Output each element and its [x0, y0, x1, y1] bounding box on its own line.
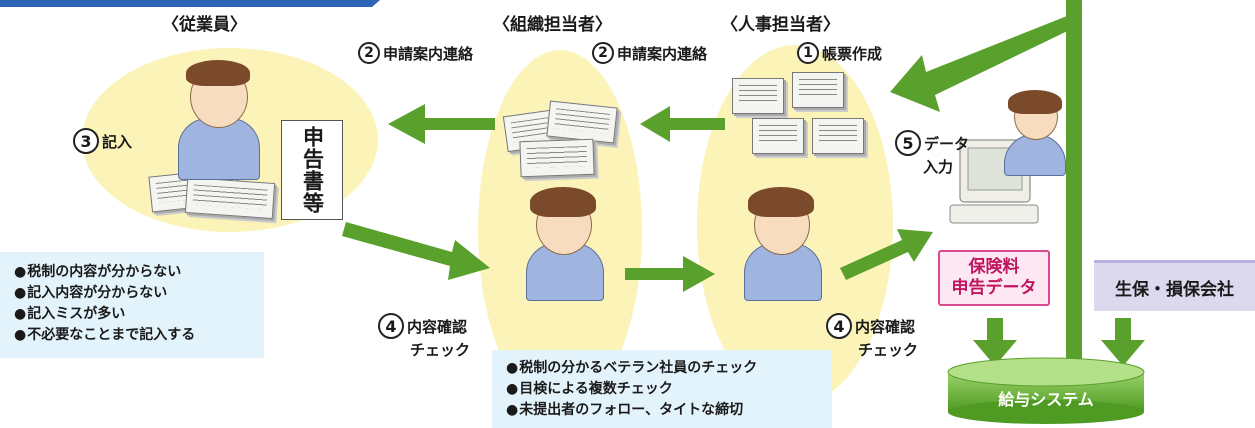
step-number: 5 [895, 130, 921, 156]
payroll-system-label: 給与システム [998, 390, 1094, 409]
problems-note: 税制の内容が分からない 記入内容が分からない 記入ミスが多い 不必要なことまで記… [0, 252, 264, 358]
arrow-employee-to-check [342, 222, 490, 280]
step-label: 帳票作成 [822, 44, 883, 63]
role-employee: 〈従業員〉 [162, 15, 247, 35]
step-label: 記入 [102, 132, 133, 151]
insurance-data-line2: 申告データ [951, 278, 1037, 298]
check-item: 税制の分かるベテラン社員のチェック [506, 358, 818, 379]
arrow-data-to-system [973, 318, 1017, 366]
problem-item: 税制の内容が分からない [14, 262, 250, 283]
insurance-company-box: 生保・損保会社 [1094, 260, 1255, 311]
arrow-to-hr-manager [890, 10, 1082, 112]
step-label: 申請案内連絡 [383, 44, 474, 63]
check-item: 未提出者のフォロー、タイトな締切 [506, 400, 818, 421]
insurance-data-box: 保険料 申告データ [938, 250, 1050, 306]
step-sublabel: チェック [858, 341, 919, 359]
step-number: 3 [73, 128, 99, 154]
top-banner-strip [0, 0, 380, 7]
problem-item: 記入ミスが多い [14, 304, 250, 325]
step-2-org: 2 申請案内連絡 [592, 42, 707, 64]
arrow-hr-to-org [640, 106, 725, 142]
step-label: 内容確認 [407, 317, 468, 336]
step-number: 4 [826, 313, 852, 339]
step-4-hr-check: 4 内容確認 チェック [826, 313, 918, 360]
arrow-org-to-hr-check [625, 256, 715, 292]
step-3-fill-in: 3 記入 [73, 128, 132, 154]
arrow-company-to-system [1101, 318, 1145, 366]
step-label: データ [924, 134, 970, 153]
step-1-form-creation: 1 帳票作成 [797, 42, 882, 64]
step-sublabel: 入力 [923, 158, 954, 176]
problem-item: 記入内容が分からない [14, 283, 250, 304]
step-label: 申請案内連絡 [617, 44, 708, 63]
checks-note: 税制の分かるベテラン社員のチェック 目検による複数チェック 未提出者のフォロー、… [492, 350, 832, 428]
step-sublabel: チェック [410, 341, 471, 359]
arrow-check-to-entry [840, 229, 933, 280]
declaration-document: 申告書等 [281, 120, 343, 220]
problem-item: 不必要なことまで記入する [14, 325, 250, 346]
step-number: 1 [797, 42, 819, 64]
role-org-manager: 〈組織担当者〉 [493, 15, 612, 35]
arrow-org-to-employee [388, 104, 495, 144]
step-number: 4 [378, 313, 404, 339]
role-hr-manager: 〈人事担当者〉 [721, 15, 840, 35]
check-item: 目検による複数チェック [506, 379, 818, 400]
step-2-employee: 2 申請案内連絡 [358, 42, 473, 64]
step-4-org-check: 4 内容確認 チェック [378, 313, 470, 360]
step-number: 2 [592, 42, 614, 64]
step-label: 内容確認 [855, 317, 916, 336]
system-feedback-line [1066, 0, 1082, 375]
step-5-data-entry: 5 データ 入力 [895, 130, 969, 177]
step-number: 2 [358, 42, 380, 64]
insurance-data-line1: 保険料 [968, 257, 1020, 277]
